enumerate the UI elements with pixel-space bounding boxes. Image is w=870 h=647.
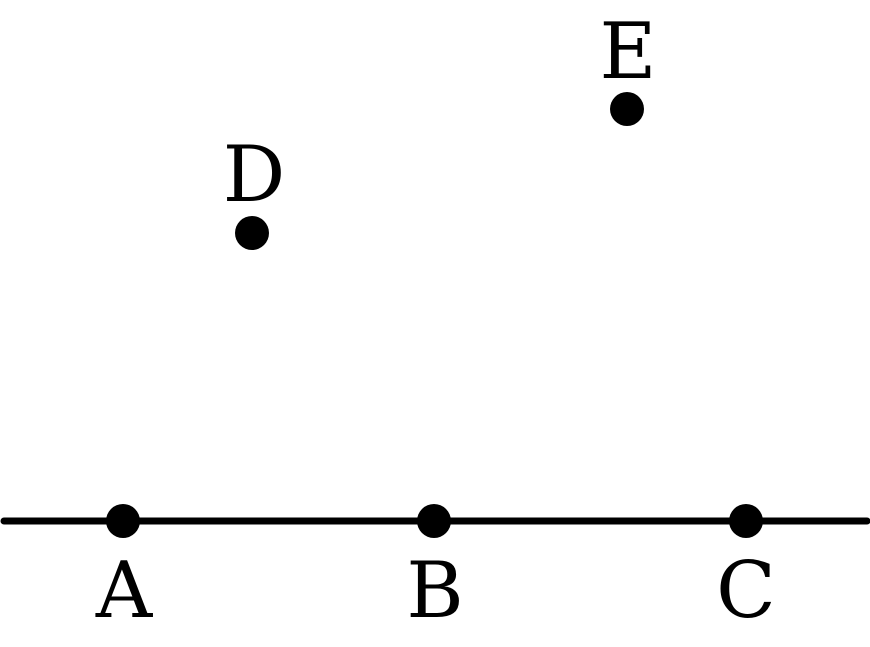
point-b-dot bbox=[417, 504, 451, 538]
point-d-label: D bbox=[223, 130, 286, 220]
point-b-label: B bbox=[406, 546, 463, 636]
point-d-dot bbox=[235, 216, 269, 250]
point-e-dot bbox=[610, 92, 644, 126]
point-c-label: C bbox=[716, 546, 776, 636]
point-a-label: A bbox=[95, 546, 154, 636]
point-e-label: E bbox=[600, 7, 657, 97]
point-c-dot bbox=[729, 504, 763, 538]
point-a-dot bbox=[106, 504, 140, 538]
